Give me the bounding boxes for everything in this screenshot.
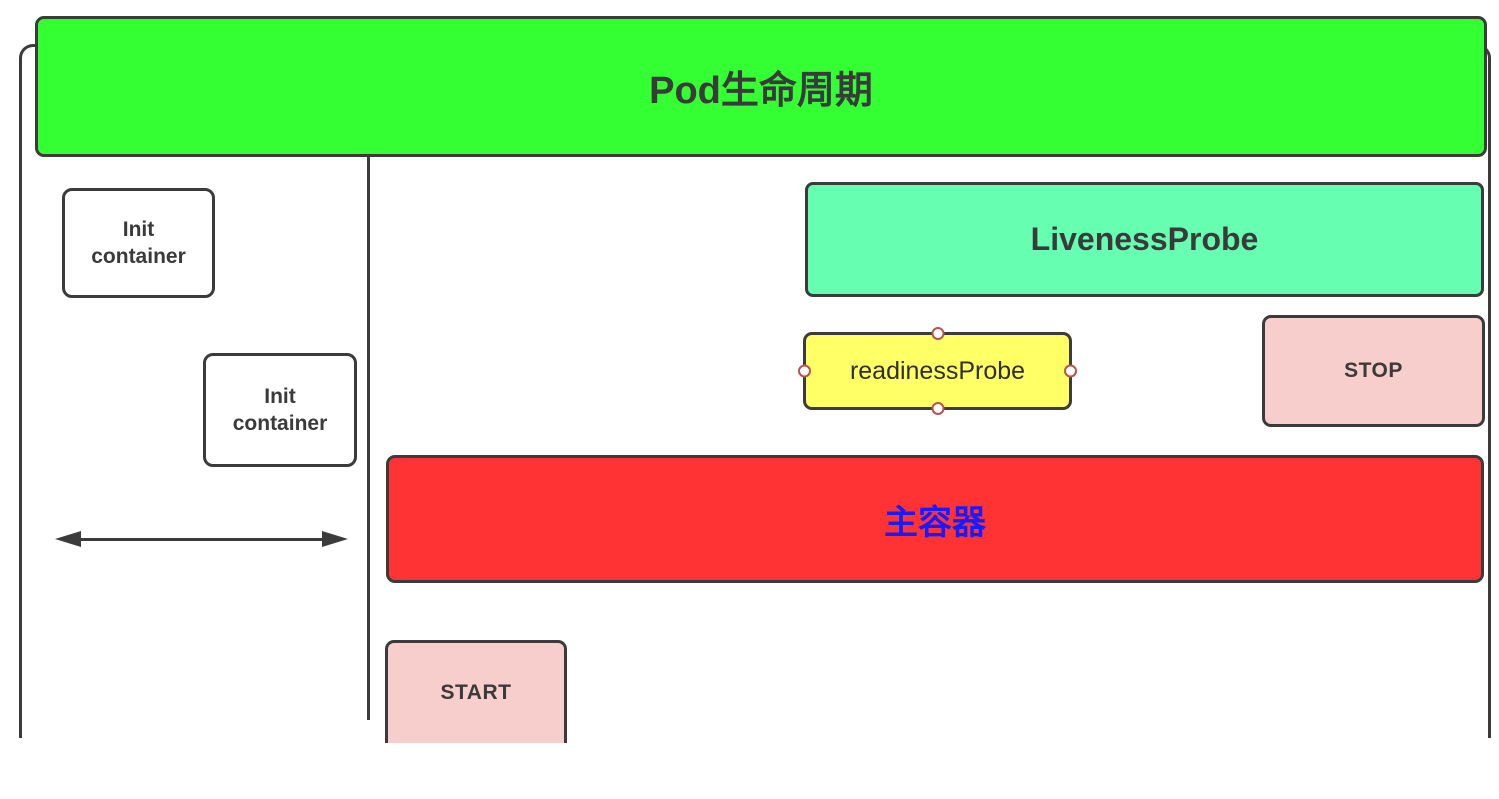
readiness-probe-label: readinessProbe xyxy=(849,356,1026,385)
pod-lifecycle-banner[interactable]: Pod生命周期 xyxy=(35,16,1487,157)
init-container-1-line-1: Init xyxy=(122,217,155,241)
connection-handle-right[interactable] xyxy=(1064,364,1077,378)
liveness-probe-box[interactable]: LivenessProbe xyxy=(805,182,1484,297)
stop-label: STOP xyxy=(1344,359,1403,382)
readiness-probe-box[interactable]: readinessProbe xyxy=(798,327,1077,415)
connection-handle-bottom[interactable] xyxy=(931,402,944,415)
phase-divider-line[interactable] xyxy=(367,157,370,720)
init-container-box-2[interactable]: Init container xyxy=(203,353,357,467)
init-container-2-line-1: Init xyxy=(264,384,296,408)
init-container-2-label: Init container xyxy=(233,383,328,438)
liveness-probe-label: LivenessProbe xyxy=(1030,221,1259,257)
init-container-2-line-2: container xyxy=(232,412,328,435)
main-container-label: 主容器 xyxy=(884,503,986,542)
connection-handle-top[interactable] xyxy=(931,327,944,340)
arrow-shaft xyxy=(73,538,330,541)
start-label: START xyxy=(440,681,512,704)
init-container-1-label: Init container xyxy=(91,216,186,271)
stop-box[interactable]: STOP xyxy=(1262,315,1485,427)
connection-handle-left[interactable] xyxy=(798,364,811,378)
init-phase-double-arrow[interactable] xyxy=(55,531,348,548)
start-box[interactable]: START xyxy=(385,640,567,743)
main-container-box[interactable]: 主容器 xyxy=(386,455,1484,583)
pod-lifecycle-title: Pod生命周期 xyxy=(649,70,873,112)
arrow-left-head-icon xyxy=(55,531,81,547)
init-container-box-1[interactable]: Init container xyxy=(62,188,215,298)
init-container-1-line-2: container xyxy=(91,245,186,268)
arrow-right-head-icon xyxy=(322,531,348,547)
